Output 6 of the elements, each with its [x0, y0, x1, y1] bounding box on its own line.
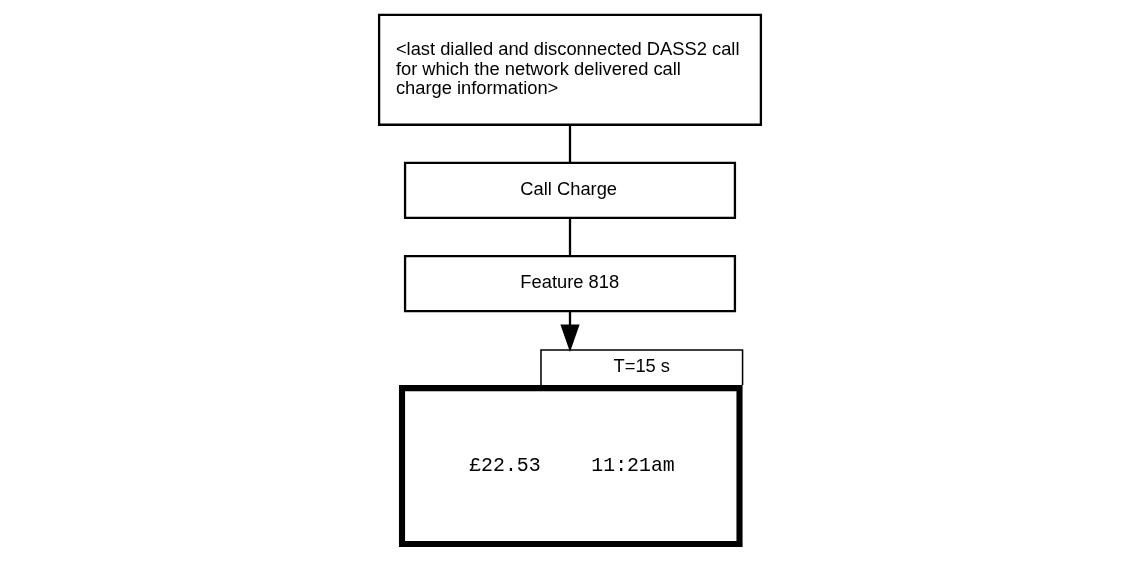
- connector: [568, 218, 572, 256]
- node-label: T=15 s: [613, 355, 671, 377]
- node-box: Feature 818: [403, 254, 737, 313]
- node-box: Call Charge: [403, 161, 737, 220]
- connector: [568, 125, 572, 163]
- node-box: <last dialled and disconnected DASS2 call for which the network delivered call charge information>: [377, 13, 763, 126]
